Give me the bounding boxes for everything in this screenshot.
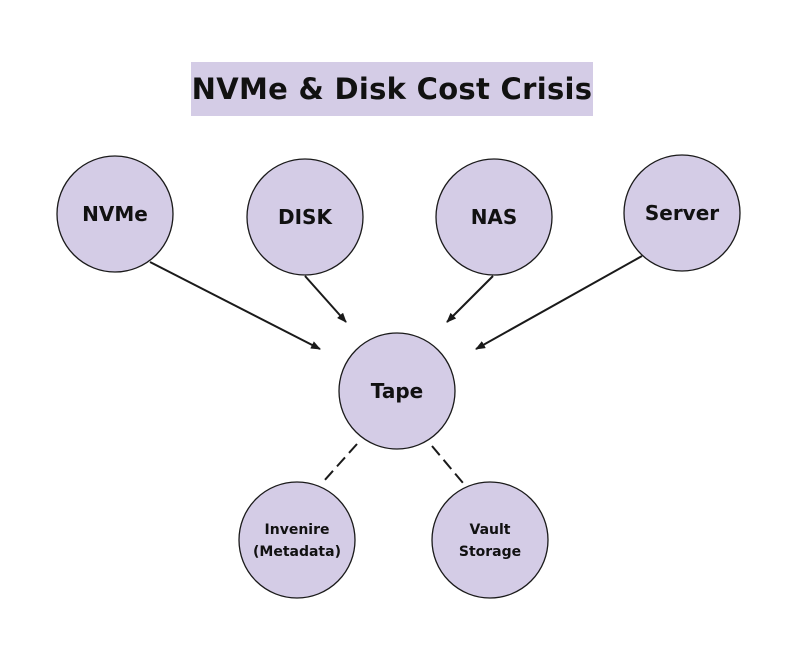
edge-tape-invenire <box>322 443 358 483</box>
node-label-vault: Vault <box>470 522 511 538</box>
node-label-nvme: NVMe <box>82 202 148 226</box>
node-label-invenire: Invenire <box>265 522 330 538</box>
node-server: Server <box>623 154 741 272</box>
node-label-tape: Tape <box>371 379 423 403</box>
edge-disk-tape <box>304 275 347 323</box>
node-label-server: Server <box>645 201 719 225</box>
edge-server-tape <box>475 255 643 350</box>
node-circle-nas <box>435 158 553 276</box>
node-circle-nvme <box>56 155 174 273</box>
node-nas: NAS <box>435 158 553 276</box>
node-label-disk: DISK <box>278 205 333 229</box>
node-label-nas: NAS <box>471 205 518 229</box>
node-circle-server <box>623 154 741 272</box>
node-circle-vault <box>431 481 549 599</box>
diagram-title: NVMe & Disk Cost Crisis <box>191 72 593 106</box>
node-label-invenire: (Metadata) <box>253 544 341 560</box>
node-circle-disk <box>246 158 364 276</box>
node-nvme: NVMe <box>56 155 174 273</box>
title-box: NVMe & Disk Cost Crisis <box>191 62 593 116</box>
node-circle-invenire <box>238 481 356 599</box>
edge-nas-tape <box>446 275 494 323</box>
node-tape: Tape <box>338 332 456 450</box>
edge-tape-vault <box>431 445 464 484</box>
edge-nvme-tape <box>149 261 321 350</box>
node-disk: DISK <box>246 158 364 276</box>
node-invenire: Invenire (Metadata) <box>238 481 356 599</box>
node-circle-tape <box>338 332 456 450</box>
node-label-vault: Storage <box>459 544 521 560</box>
